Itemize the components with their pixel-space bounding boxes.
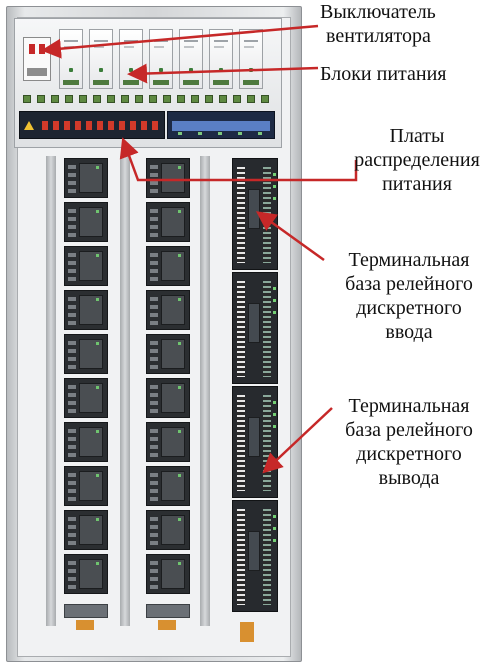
distribution-board-left xyxy=(19,111,165,139)
relay-output-terminal-base xyxy=(232,386,278,498)
relay-module xyxy=(146,290,190,330)
terminal-base-column xyxy=(232,158,278,620)
relay-module xyxy=(146,378,190,418)
terminal-strip xyxy=(23,95,275,105)
relay-module xyxy=(64,510,108,550)
label-fan-switch: Выключатель вентилятора xyxy=(320,1,436,47)
relay-module xyxy=(146,334,190,374)
relay-module xyxy=(64,334,108,374)
fan-switch xyxy=(23,37,51,81)
relay-module xyxy=(146,466,190,506)
relay-base-block xyxy=(64,604,108,618)
relay-column-middle xyxy=(146,158,190,600)
power-supply-unit xyxy=(149,29,173,89)
relay-column-left xyxy=(64,158,108,600)
relay-module xyxy=(146,554,190,594)
relay-module xyxy=(146,158,190,198)
label-distribution-boards: Платы распределения питания xyxy=(354,125,480,195)
distribution-board-right xyxy=(167,111,275,139)
relay-input-terminal-base xyxy=(232,272,278,384)
power-supply-unit xyxy=(89,29,113,89)
label-relay-output-base: Терминальная база релейного дискретного … xyxy=(345,395,473,489)
relay-input-terminal-base xyxy=(232,158,278,270)
relay-module xyxy=(64,378,108,418)
relay-module xyxy=(64,246,108,286)
power-supply-unit xyxy=(239,29,263,89)
relay-module xyxy=(146,422,190,462)
relay-module xyxy=(146,510,190,550)
power-supply-unit xyxy=(119,29,143,89)
cabinet-rail xyxy=(46,156,56,626)
cabinet-rail xyxy=(200,156,210,626)
relay-base-tag xyxy=(158,620,176,630)
label-relay-input-base: Терминальная база релейного дискретного … xyxy=(345,249,473,343)
relay-output-terminal-base xyxy=(232,500,278,612)
relay-base-block xyxy=(146,604,190,618)
relay-module xyxy=(64,158,108,198)
power-supply-unit xyxy=(179,29,203,89)
relay-base-tag xyxy=(76,620,94,630)
relay-module xyxy=(146,246,190,286)
terminal-base-tag xyxy=(240,622,254,642)
power-supply-unit xyxy=(209,29,233,89)
power-supply-unit xyxy=(59,29,83,89)
power-section-panel xyxy=(14,18,282,148)
relay-module xyxy=(64,202,108,242)
relay-module xyxy=(64,466,108,506)
relay-module xyxy=(64,290,108,330)
relay-module xyxy=(64,554,108,594)
relay-module xyxy=(146,202,190,242)
cabinet-rail xyxy=(120,156,130,626)
relay-module xyxy=(64,422,108,462)
label-power-supplies: Блоки питания xyxy=(320,63,447,85)
power-supply-row xyxy=(59,29,269,91)
